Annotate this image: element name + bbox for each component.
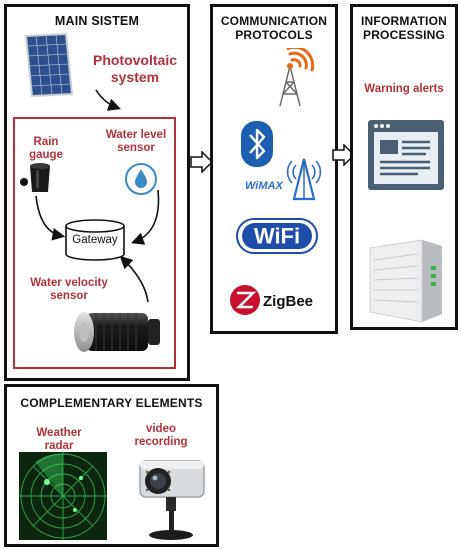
wimax-icon: WiMAX <box>245 158 322 201</box>
wifi-text: WiFi <box>254 224 300 249</box>
zigbee-icon: ZigBee <box>230 285 313 315</box>
arrow-right-icon-2 <box>332 144 356 166</box>
gateway-label: Gateway <box>72 234 118 246</box>
zigbee-text: ZigBee <box>263 293 313 310</box>
camera-icon <box>139 460 205 540</box>
warning-alerts-label: Warning alerts <box>364 83 444 95</box>
wimax-text: WiMAX <box>245 180 283 192</box>
main-system-title: MAIN SISTEM <box>54 14 140 28</box>
sensor-group-box <box>13 117 176 369</box>
wifi-icon: WiFi <box>236 218 318 254</box>
water-level-label: Water level sensor <box>105 129 167 154</box>
antenna-tower-icon <box>279 48 315 107</box>
weather-radar-label: Weather radar <box>36 427 82 452</box>
velocity-sensor-icon <box>74 312 160 352</box>
communication-title: COMMUNICATION PROTOCOLS <box>220 14 328 42</box>
rain-gauge-icon <box>20 163 50 192</box>
gateway-icon <box>65 219 125 261</box>
browser-window-icon <box>368 120 444 190</box>
solar-panel-icon <box>24 32 74 98</box>
photovoltaic-label: Photovoltaic system <box>92 52 177 85</box>
water-drop-icon <box>125 163 157 195</box>
rain-gauge-label: Rain gauge <box>29 136 63 161</box>
radar-icon <box>19 452 107 540</box>
arrow-right-icon <box>190 151 214 173</box>
bluetooth-icon <box>241 121 273 167</box>
information-title: INFORMATION PROCESSING <box>361 14 447 42</box>
server-icon <box>369 239 442 323</box>
video-recording-label: video recording <box>134 423 188 448</box>
complementary-title: COMPLEMENTARY ELEMENTS <box>20 396 203 410</box>
water-velocity-label: Water velocity sensor <box>30 277 108 302</box>
communication-panel <box>210 4 338 334</box>
